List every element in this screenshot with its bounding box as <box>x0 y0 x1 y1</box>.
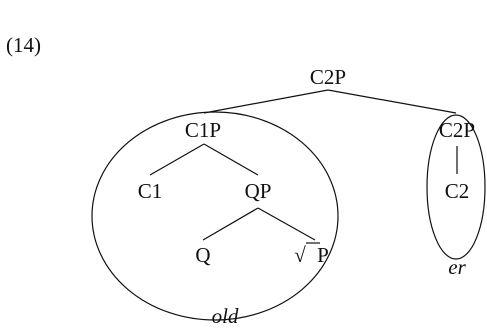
ellipse-old <box>91 111 339 321</box>
edge-root-c2p <box>327 89 457 114</box>
ellipse-er <box>426 114 486 260</box>
edge-qp-q <box>202 207 259 241</box>
node-qp: QP <box>245 179 272 203</box>
label-old: old <box>212 304 239 328</box>
edge-root-c1p <box>203 89 329 114</box>
node-q: Q <box>195 243 210 267</box>
node-c2p-root: C2P <box>310 65 346 89</box>
label-er: er <box>448 255 466 279</box>
edge-c1p-qp <box>203 143 259 176</box>
node-root-p: P <box>317 243 329 267</box>
node-c2p-right: C2P <box>439 118 475 142</box>
example-number: (14) <box>6 33 41 57</box>
node-c1p: C1P <box>185 118 221 142</box>
root-radical-symbol: √ <box>294 243 306 267</box>
edge-c1p-c1 <box>149 143 205 176</box>
node-c2: C2 <box>445 179 470 203</box>
node-c1: C1 <box>138 179 163 203</box>
edge-qp-rootp <box>257 207 316 241</box>
